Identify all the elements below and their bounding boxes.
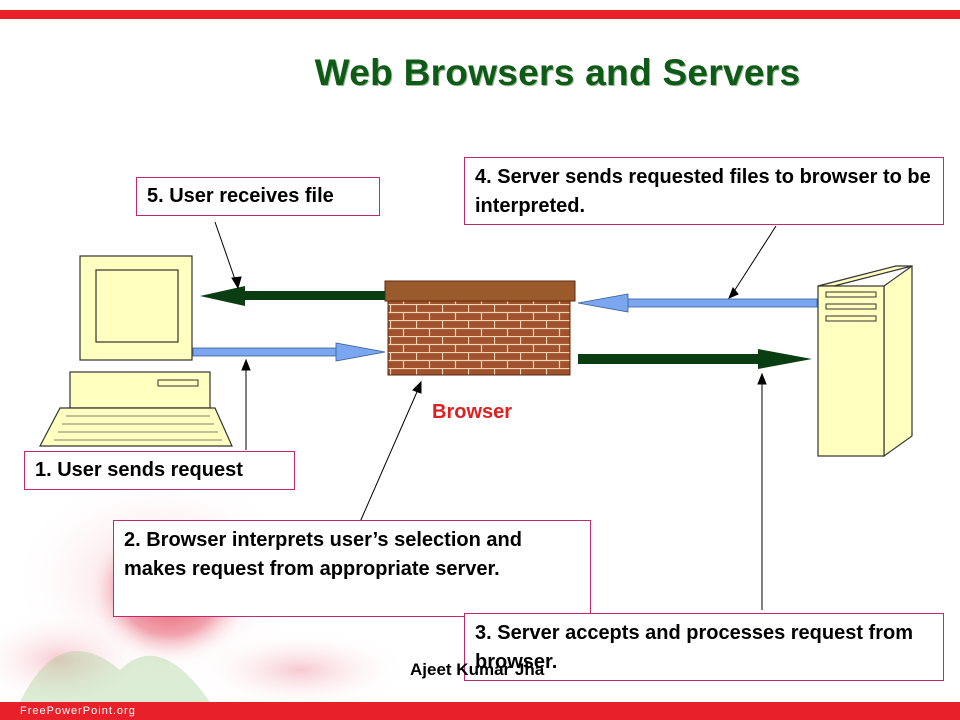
browser-label: Browser	[432, 401, 513, 423]
callout-step2: 2. Browser interprets user’s selection a…	[113, 520, 591, 617]
arrow-server-to-browser	[577, 293, 818, 313]
slide-title: Web Browsers and Servers	[314, 52, 801, 93]
top-red-bar	[0, 10, 960, 19]
brick-wall-icon	[384, 280, 576, 376]
arrow-browser-to-server	[578, 349, 812, 369]
callout-step1: 1. User sends request	[24, 451, 295, 490]
step5-text: 5. User receives file	[147, 185, 334, 207]
footer-watermark: FreePowerPoint.org	[20, 705, 136, 717]
arrow-browser-to-user	[200, 286, 385, 306]
step2-text: 2. Browser interprets user’s selection a…	[124, 529, 522, 580]
bottom-red-bar	[0, 702, 960, 720]
step1-text: 1. User sends request	[35, 459, 243, 481]
callout-pointers	[214, 221, 777, 610]
server-tower-icon	[817, 264, 913, 458]
callout-step3: 3. Server accepts and processes request …	[464, 613, 944, 681]
author-credit: Ajeet Kumar Jha	[410, 660, 545, 679]
step4-text: 4. Server sends requested files to brows…	[475, 166, 931, 217]
arrow-user-to-browser	[192, 342, 386, 362]
callout-step4: 4. Server sends requested files to brows…	[464, 157, 944, 225]
callout-step5: 5. User receives file	[136, 177, 380, 216]
step3-text: 3. Server accepts and processes request …	[475, 622, 913, 673]
computer-icon	[39, 255, 233, 447]
